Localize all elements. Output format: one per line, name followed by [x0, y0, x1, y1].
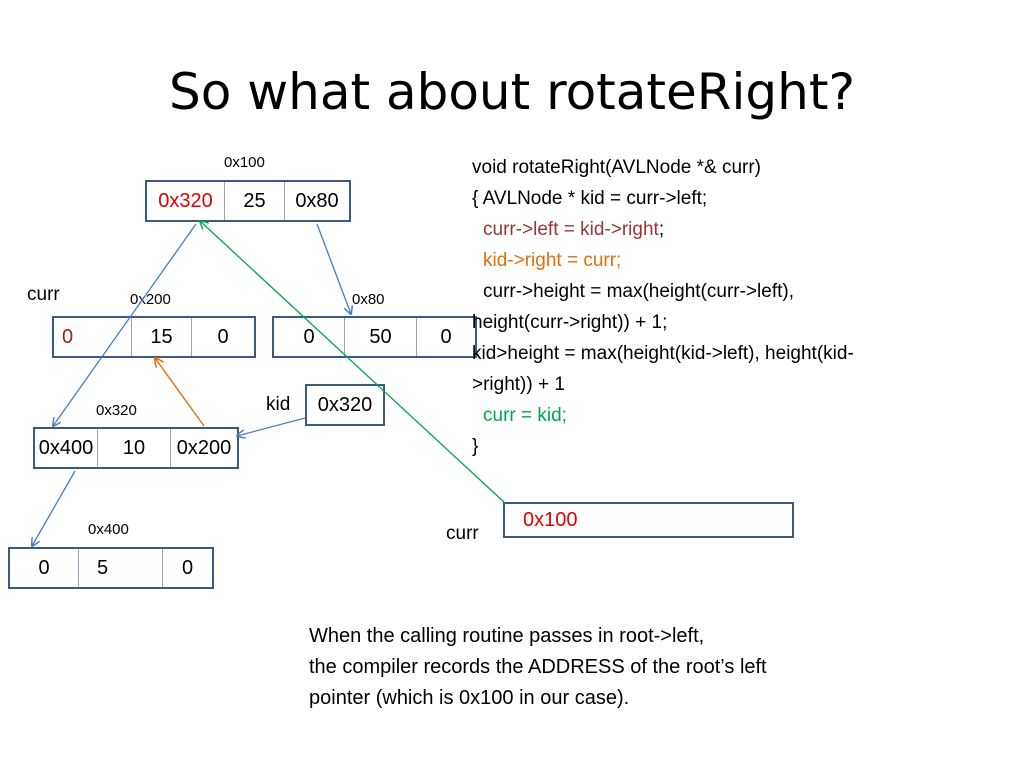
node-left-pointer: 0 [62, 326, 74, 348]
curr-pointer-box: 0x100 [503, 502, 794, 538]
code-line: curr->left = kid->right; [472, 214, 972, 245]
tree-node-0x400: 0 5 0 [8, 547, 214, 589]
arrow-0x320-left-to-0x400 [32, 470, 76, 546]
code-line-highlight: curr->left = kid->right [483, 219, 659, 240]
node-right-pointer: 0 [191, 318, 254, 356]
curr-pointer-value: 0x100 [523, 509, 578, 531]
code-line: curr->height = max(height(curr->left), [483, 281, 794, 302]
node-address-0x80: 0x80 [352, 291, 385, 308]
node-value: 10 [97, 429, 170, 467]
node-right-pointer: 0x80 [284, 182, 349, 220]
slide-title: So what about rotateRight? [169, 63, 855, 121]
code-line: kid>height = max(height(kid->left), heig… [472, 343, 854, 364]
note-line: the compiler records the ADDRESS of the … [309, 656, 767, 678]
code-line: curr = kid; [483, 405, 567, 426]
code-line: } [472, 436, 479, 457]
node-left-pointer: 0 [303, 326, 315, 348]
code-block: void rotateRight(AVLNode *& curr) { AVLN… [472, 152, 972, 462]
node-left-pointer: 0 [38, 557, 50, 579]
kid-pointer-value: 0x320 [317, 394, 373, 416]
arrow-kid-to-0x320 [237, 417, 306, 436]
node-address-0x320: 0x320 [96, 402, 137, 419]
node-right-pointer: 0 [162, 549, 212, 587]
kid-pointer-box: 0x320 [305, 384, 385, 426]
tree-node-0x100: 0x320 25 0x80 [145, 180, 351, 222]
code-line: kid->right = curr; [483, 250, 622, 271]
node-address-0x400: 0x400 [88, 521, 129, 538]
node-value: 15 [131, 318, 191, 356]
arrow-0x320-right-to-0x200 [155, 358, 205, 427]
code-line: height(curr->right)) + 1; [472, 312, 668, 333]
note-line: pointer (which is 0x100 in our case). [309, 687, 630, 709]
code-line: void rotateRight(AVLNode *& curr) [472, 157, 761, 178]
curr-label-top: curr [27, 284, 60, 305]
explanation-note: When the calling routine passes in root-… [309, 621, 869, 714]
node-right-pointer: 0 [416, 318, 475, 356]
tree-node-0x320: 0x400 10 0x200 [33, 427, 239, 469]
arrow-0x100-right-to-0x80 [316, 223, 351, 314]
arrow-curr-to-0x100 [200, 221, 506, 504]
kid-label: kid [266, 394, 291, 415]
node-address-0x100: 0x100 [224, 154, 265, 171]
node-value: 25 [224, 182, 284, 220]
code-line-suffix: ; [658, 219, 665, 240]
node-value: 5 [78, 549, 162, 587]
code-line: >right)) + 1 [472, 374, 565, 395]
node-left-pointer: 0x400 [38, 437, 94, 459]
node-right-pointer: 0x200 [170, 429, 237, 467]
tree-node-0x80: 0 50 0 [272, 316, 477, 358]
curr-label-bottom: curr [446, 523, 479, 544]
note-line: When the calling routine passes in root-… [309, 625, 705, 647]
code-line: { AVLNode * kid = curr->left; [472, 188, 708, 209]
node-value: 50 [344, 318, 416, 356]
arrow-0x100-left-to-0x320 [53, 223, 197, 426]
node-left-pointer: 0x320 [158, 190, 213, 212]
